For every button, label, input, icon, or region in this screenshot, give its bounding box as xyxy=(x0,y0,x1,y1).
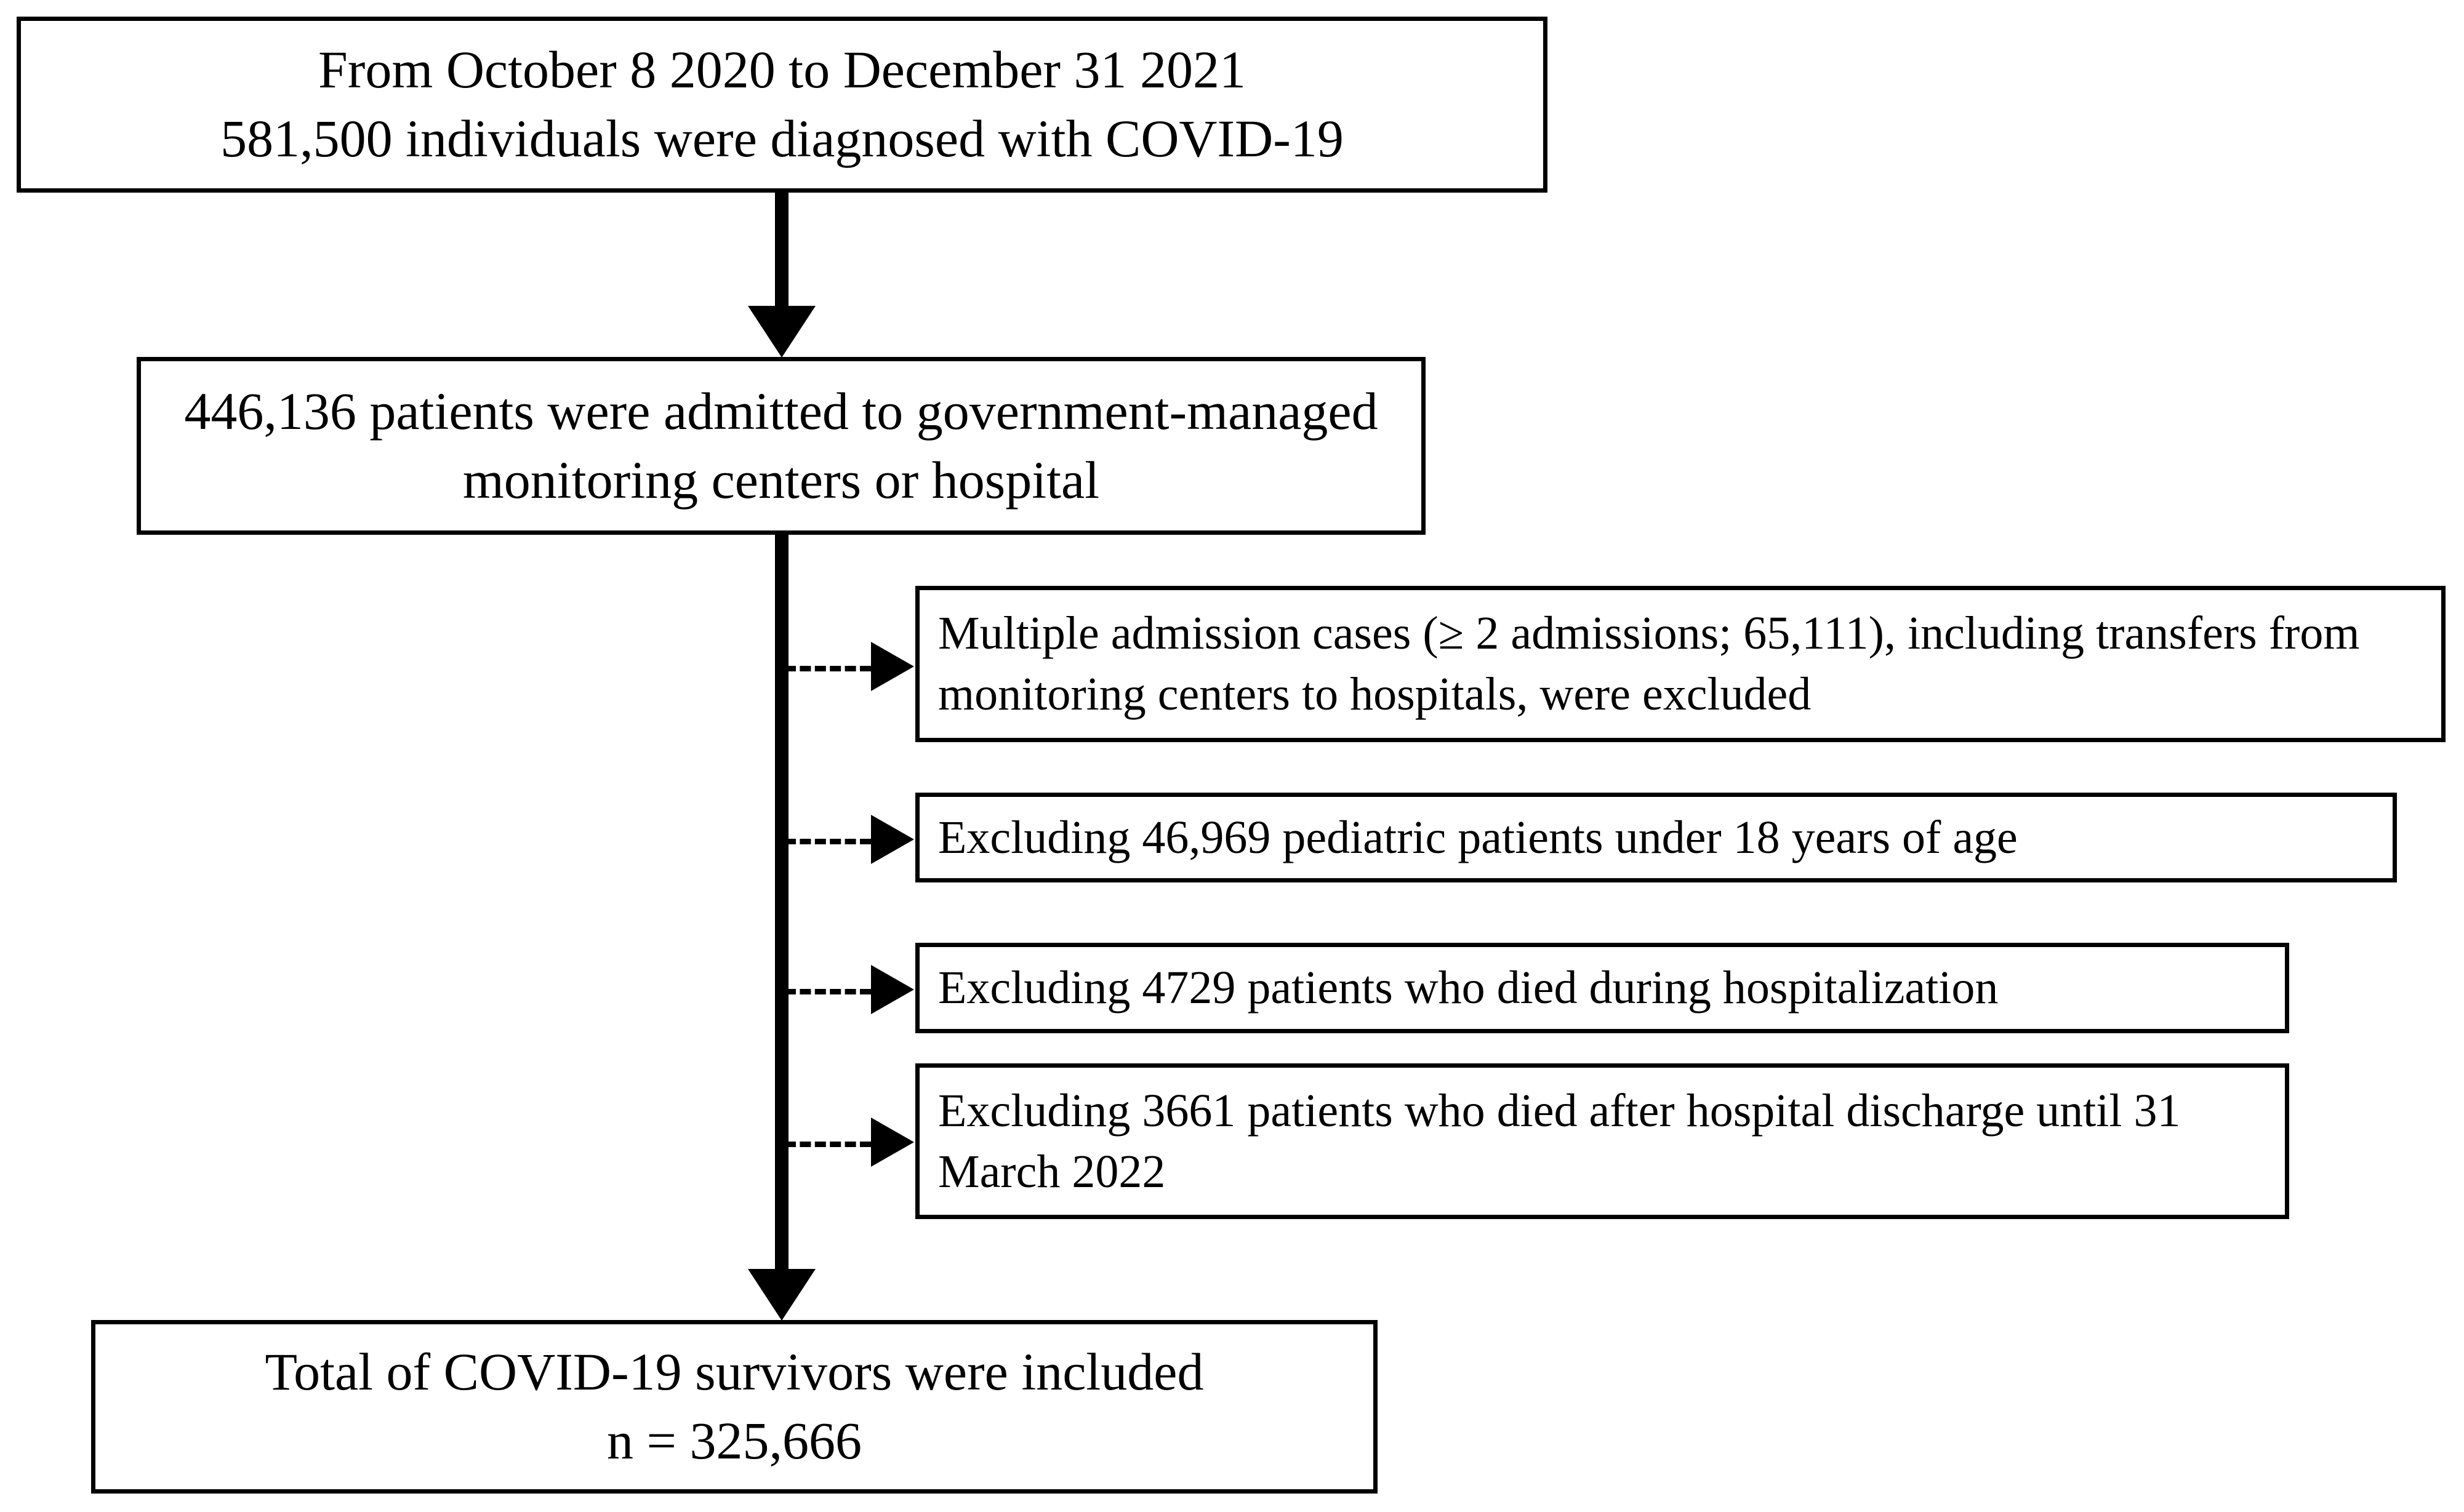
solid-down-arrow-icon xyxy=(748,306,816,358)
dashed-connector-exclusion-2 xyxy=(785,839,871,844)
node-exclusion-multiple-admissions-text: Multiple admission cases (≥ 2 admissions… xyxy=(938,607,2360,720)
dashed-right-arrow-icon xyxy=(871,642,914,691)
connector-diagnosed-to-admitted xyxy=(775,193,789,328)
node-diagnosed-cohort-text: From October 8 2020 to December 31 2021 … xyxy=(220,40,1344,168)
node-exclusion-died-during-hospitalization: Excluding 4729 patients who died during … xyxy=(915,943,2289,1033)
node-exclusion-pediatric: Excluding 46,969 pediatric patients unde… xyxy=(915,793,2397,882)
node-total-survivors-text: Total of COVID-19 survivors were include… xyxy=(265,1342,1204,1470)
node-exclusion-died-during-hospitalization-text: Excluding 4729 patients who died during … xyxy=(938,962,1999,1014)
node-exclusion-died-after-discharge: Excluding 3661 patients who died after h… xyxy=(915,1063,2289,1219)
dashed-connector-exclusion-1 xyxy=(785,666,871,671)
node-exclusion-multiple-admissions: Multiple admission cases (≥ 2 admissions… xyxy=(915,586,2446,742)
dashed-right-arrow-icon xyxy=(871,1118,914,1167)
node-diagnosed-cohort: From October 8 2020 to December 31 2021 … xyxy=(17,17,1547,193)
dashed-connector-exclusion-3 xyxy=(785,989,871,994)
dashed-right-arrow-icon xyxy=(871,965,914,1014)
dashed-connector-exclusion-4 xyxy=(785,1142,871,1147)
node-admitted-patients: 446,136 patients were admitted to govern… xyxy=(137,357,1426,535)
node-exclusion-pediatric-text: Excluding 46,969 pediatric patients unde… xyxy=(938,811,2018,863)
node-total-survivors: Total of COVID-19 survivors were include… xyxy=(91,1320,1378,1494)
connector-main-spine xyxy=(775,535,789,1279)
node-exclusion-died-after-discharge-text: Excluding 3661 patients who died after h… xyxy=(938,1084,2181,1198)
node-admitted-patients-text: 446,136 patients were admitted to govern… xyxy=(184,381,1378,510)
dashed-right-arrow-icon xyxy=(871,815,914,864)
solid-down-arrow-icon xyxy=(748,1269,816,1321)
